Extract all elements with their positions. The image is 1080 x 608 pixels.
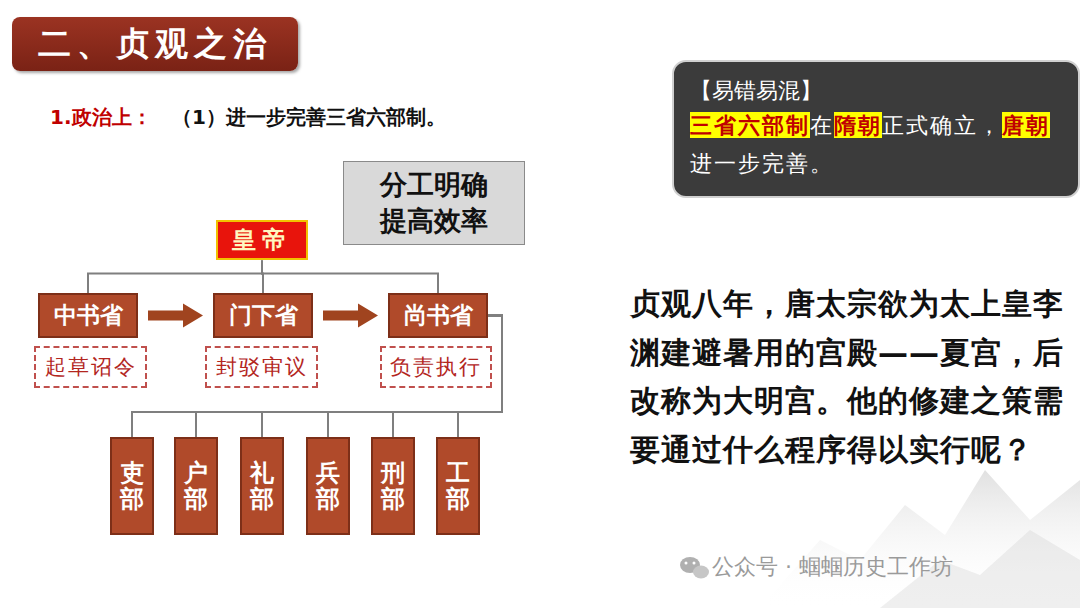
ministry-box: 刑部: [371, 437, 415, 535]
connector: [88, 260, 262, 293]
node-text: 工部: [446, 460, 470, 513]
tip-box: 【易错易混】三省六部制在隋朝正式确立，唐朝进一步完善。: [672, 60, 1080, 198]
note-box: 分工明确 提高效率: [343, 161, 525, 245]
wechat-icon: [680, 557, 709, 579]
node-text: 兵部: [316, 460, 340, 513]
node-text: 封驳审议: [216, 353, 308, 381]
duty-box: 起草诏令: [34, 346, 147, 388]
question-text: 贞观八年，唐太宗欲为太上皇李渊建避暑用的宫殿——夏宫，后改称为大明宫。他的修建之…: [630, 280, 1070, 474]
department-box: 门下省: [213, 293, 313, 338]
node-text: 礼部: [250, 460, 274, 513]
duty-box: 负责执行: [380, 346, 492, 388]
node-text: 门下省: [229, 300, 298, 331]
tree-line: [262, 260, 438, 293]
plain-run: 进一步完善。: [690, 151, 834, 176]
highlight: 三省六部制: [690, 112, 810, 138]
node-text: 三省六部制在隋朝正式确立，唐朝进一步完善。: [690, 107, 1062, 182]
ink-mountain: [760, 470, 1080, 608]
node-text: 中书省: [54, 300, 123, 331]
block-arrow: [148, 304, 203, 328]
department-box: 中书省: [38, 293, 138, 338]
section-label: 1.政治上：: [50, 104, 152, 131]
node-text: 尚书省: [404, 300, 473, 331]
ministry-box: 兵部: [306, 437, 350, 535]
point-label: （1）进一步完善三省六部制。: [172, 104, 446, 131]
node-text: 负责执行: [390, 353, 482, 381]
node-text: 起草诏令: [45, 353, 137, 381]
connector: [148, 304, 203, 328]
block-arrow: [323, 304, 378, 328]
node-text: 吏部: [120, 460, 144, 513]
node-text: 皇帝: [232, 224, 292, 256]
ministry-box: 户部: [174, 437, 218, 535]
title-text: 二、贞观之治: [38, 22, 272, 67]
plain-run: 正式确立，: [882, 113, 1002, 138]
duty-box: 封驳审议: [205, 346, 318, 388]
tip-heading: 【易错易混】: [690, 76, 822, 106]
title-banner: 二、贞观之治: [12, 17, 298, 71]
node-text: 户部: [184, 460, 208, 513]
watermark: 公众号 · 蝈蝈历史工作坊: [712, 552, 953, 582]
department-box: 尚书省: [388, 293, 488, 338]
highlight: 唐朝: [1002, 112, 1050, 138]
ministry-box: 工部: [436, 437, 480, 535]
ministry-box: 礼部: [240, 437, 284, 535]
highlight: 隋朝: [834, 112, 882, 138]
emperor-box: 皇帝: [216, 220, 308, 260]
node-text: 分工明确 提高效率: [374, 167, 494, 240]
tree-line: [88, 260, 262, 293]
connector: [262, 260, 438, 293]
ministry-box: 吏部: [110, 437, 154, 535]
connector: [323, 304, 378, 328]
plain-run: 在: [810, 113, 834, 138]
node-text: 刑部: [381, 460, 405, 513]
